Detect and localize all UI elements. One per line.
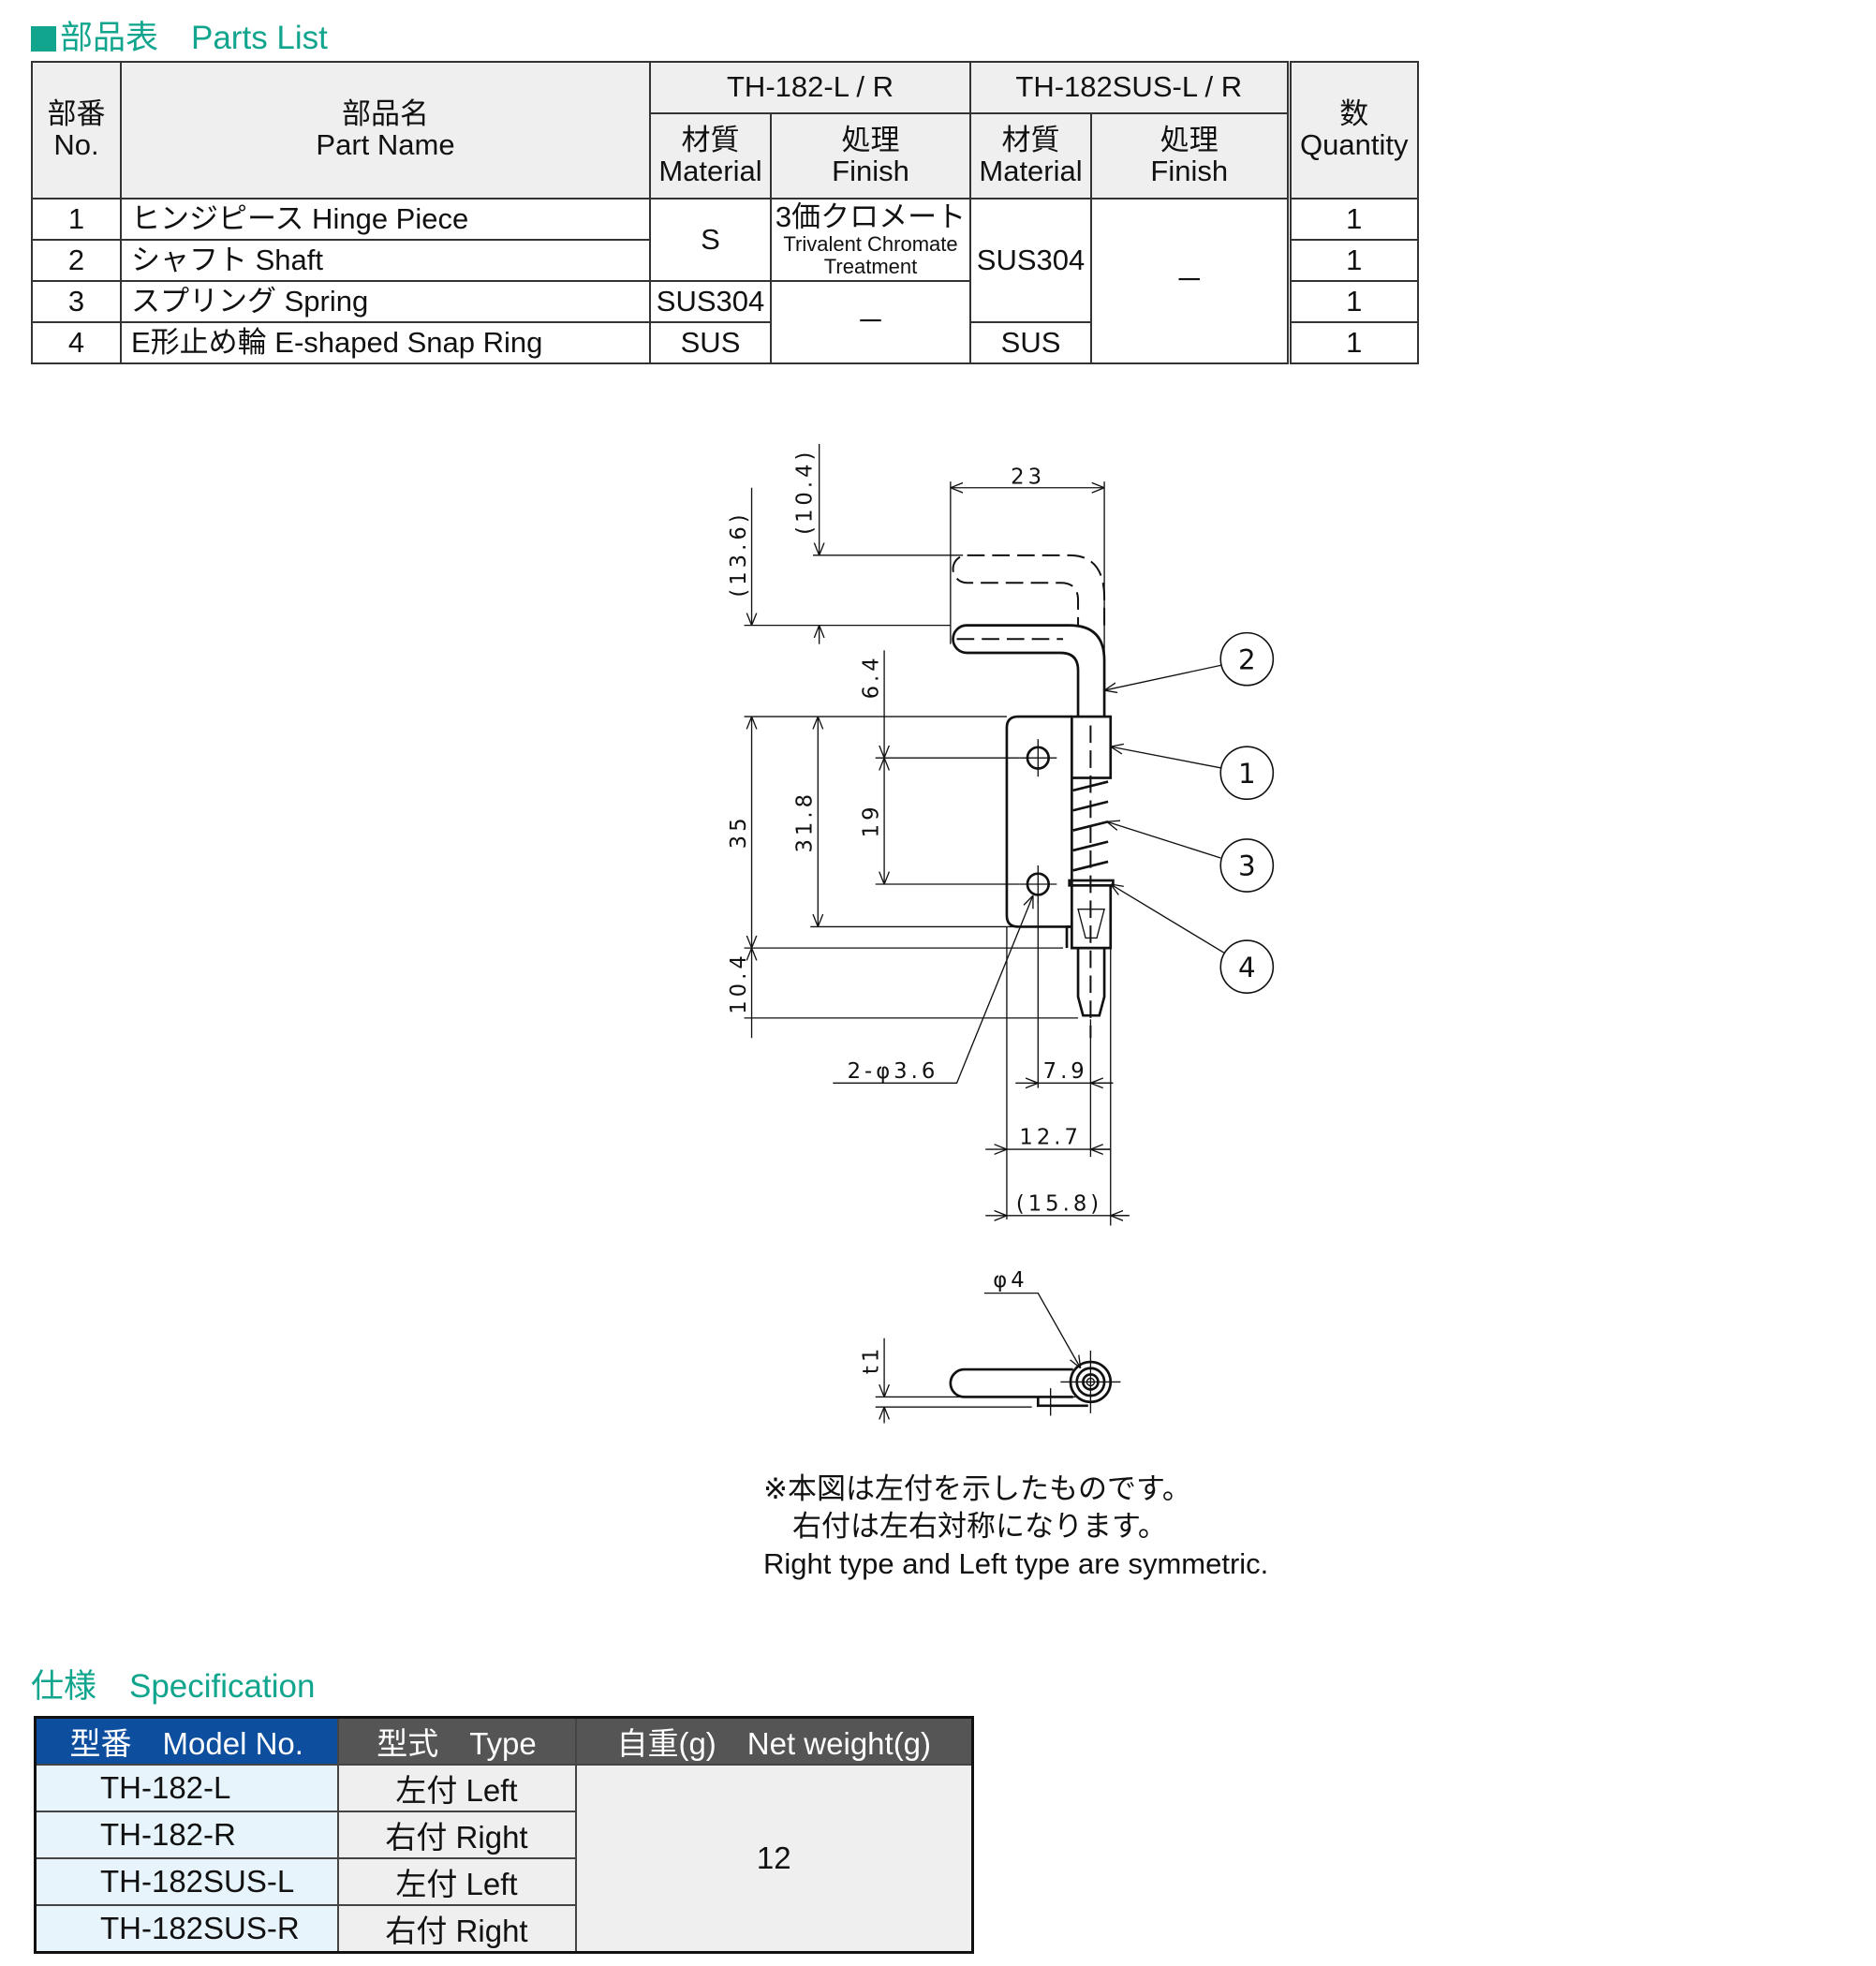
dim-23: 23 — [1011, 466, 1045, 490]
dim-12-7: 12.7 — [1019, 1126, 1082, 1150]
part-name: E形止め輪 E-shaped Snap Ring — [120, 321, 651, 364]
dim-6-4: 6.4 — [859, 654, 883, 699]
finish-a: － — [769, 280, 972, 364]
bottom-view: φ4 t1 — [859, 1268, 1121, 1424]
balloon-3: 3 — [1107, 821, 1275, 893]
model-no: TH-182SUS-R — [34, 1904, 339, 1954]
dim-19: 19 — [859, 803, 883, 837]
dim-7-9: 7.9 — [1043, 1059, 1088, 1084]
square-bullet-icon — [31, 26, 56, 52]
dim-t1: t1 — [859, 1345, 883, 1374]
material-b: SUS304 — [969, 198, 1093, 323]
header-model-no: 型番 Model No. — [34, 1716, 339, 1766]
table-row: 2 シャフト Shaft 1 — [31, 239, 1420, 282]
header-model-b: TH-182SUS-L / R — [969, 61, 1291, 114]
spec-title: 仕様 Specification — [31, 1668, 316, 1705]
part-qty: 1 — [1286, 280, 1420, 323]
dim-15-8: (15.8) — [1016, 1192, 1102, 1217]
type: 左付 Left — [336, 1764, 577, 1812]
dim-31-8: 31.8 — [793, 791, 818, 853]
svg-text:2: 2 — [1238, 643, 1256, 675]
balloon-4: 4 — [1111, 884, 1275, 994]
type: 左付 Left — [336, 1857, 577, 1906]
note-line: ※本図は左付を示したものです。 — [763, 1472, 1191, 1505]
part-no: 3 — [31, 280, 122, 323]
net-weight: 12 — [574, 1764, 974, 1954]
symmetry-note: ※本図は左付を示したものです。 右付は左右対称になります。 Right type … — [763, 1471, 1268, 1583]
svg-text:1: 1 — [1238, 758, 1256, 790]
header-net-weight: 自重(g) Net weight(g) — [574, 1716, 974, 1766]
part-no: 1 — [31, 198, 122, 241]
material-a: SUS — [649, 321, 772, 364]
balloon-1: 1 — [1111, 746, 1275, 801]
table-row: TH-182SUS-R 右付 Right — [34, 1904, 973, 1954]
svg-text:4: 4 — [1238, 952, 1256, 983]
part-name: シャフト Shaft — [120, 239, 651, 282]
dim-35: 35 — [727, 814, 751, 849]
part-qty: 1 — [1286, 321, 1420, 364]
spec-table: 型番 Model No. 型式 Type 自重(g) Net weight(g)… — [34, 1716, 974, 1954]
material-a: S — [649, 198, 772, 282]
part-qty: 1 — [1286, 239, 1420, 282]
part-name: スプリング Spring — [120, 280, 651, 323]
header-model-a: TH-182-L / R — [648, 61, 972, 114]
shaft-ghost-position — [952, 554, 1106, 626]
svg-text:3: 3 — [1238, 850, 1256, 882]
note-line: 右付は左右対称になります。 — [763, 1510, 1167, 1543]
table-row: 4 E形止め輪 E-shaped Snap Ring SUS SUS 1 — [31, 321, 1420, 364]
model-no: TH-182-R — [34, 1811, 339, 1859]
table-row: TH-182-R 右付 Right — [34, 1811, 973, 1859]
part-name: ヒンジピース Hinge Piece — [120, 198, 651, 241]
dim-10-4-top: (10.4) — [793, 449, 818, 535]
dim-13-6: (13.6) — [727, 510, 751, 597]
dim-phi4: φ4 — [993, 1268, 1027, 1293]
table-row: TH-182SUS-L 左付 Left — [34, 1857, 973, 1906]
model-no: TH-182-L — [34, 1764, 339, 1812]
model-no: TH-182SUS-L — [34, 1857, 339, 1906]
shaft-outline — [952, 624, 1106, 717]
dim-10-4: 10.4 — [727, 952, 751, 1014]
material-a: SUS304 — [649, 280, 772, 323]
parts-list-title-text: 部品表 Parts List — [60, 20, 328, 56]
header-type: 型式 Type — [336, 1716, 577, 1766]
material-b: SUS — [969, 321, 1093, 364]
part-no: 2 — [31, 239, 122, 282]
type: 右付 Right — [336, 1904, 577, 1954]
part-qty: 1 — [1286, 198, 1420, 241]
type: 右付 Right — [336, 1811, 577, 1859]
table-row: 3 スプリング Spring SUS304 － 1 — [31, 280, 1420, 364]
table-row: TH-182-L 左付 Left 12 — [34, 1764, 974, 1954]
note-line: Right type and Left type are symmetric. — [763, 1547, 1269, 1580]
parts-list-title: 部品表 Parts List — [31, 11, 328, 59]
finish-b: － — [1090, 198, 1291, 364]
dim-holes: 2-φ3.6 — [848, 1059, 939, 1084]
part-no: 4 — [31, 321, 122, 364]
balloon-2: 2 — [1104, 631, 1275, 690]
